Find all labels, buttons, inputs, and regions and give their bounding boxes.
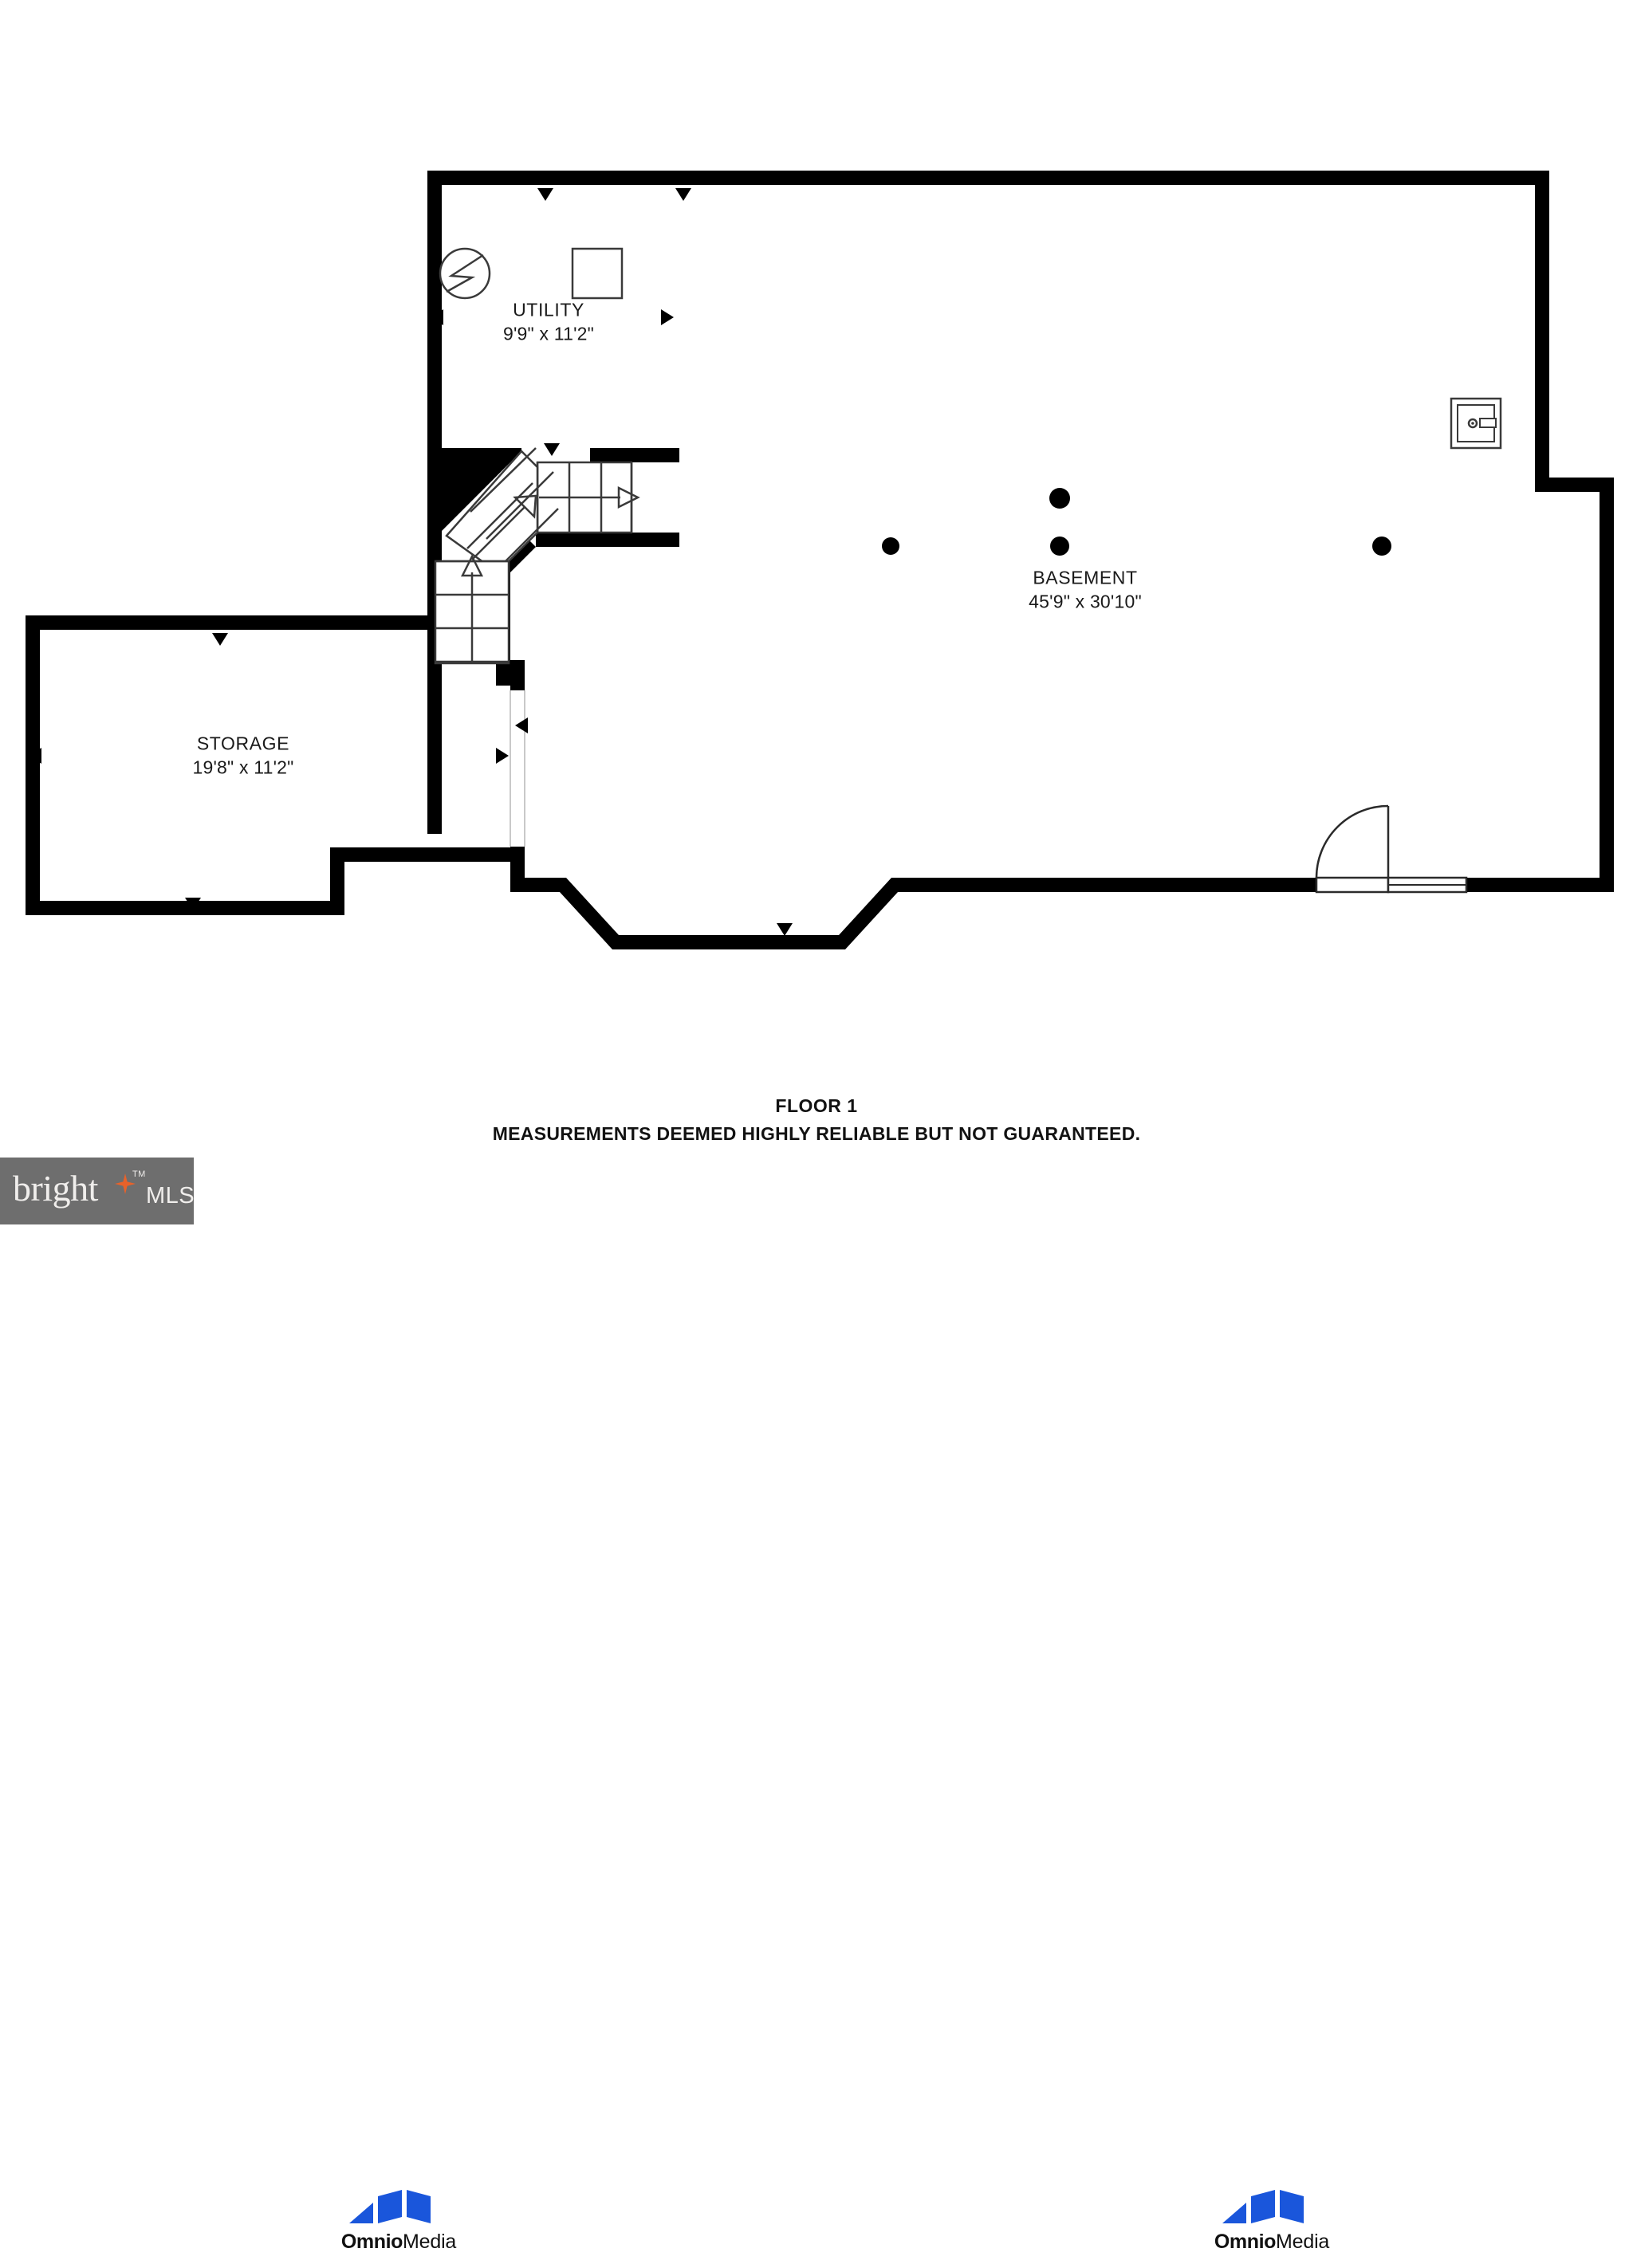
dimension-markers: [29, 188, 793, 936]
staircase[interactable]: [434, 447, 640, 665]
appliance-icon: [1450, 397, 1502, 450]
omnio-name-light: Media: [403, 2231, 457, 2253]
omnio-name-light: Media: [1276, 2231, 1330, 2253]
omnio-wordmark: OmnioMedia: [1184, 2232, 1360, 2252]
support-column-group: [882, 488, 1391, 556]
electrical-meter-icon: [439, 247, 491, 300]
omnio-mark-icon: [349, 2190, 431, 2223]
stair-direction-arrow-winder: [471, 506, 525, 560]
omnio-name-bold: Omnio: [1214, 2231, 1277, 2253]
wall-doorway-pier-top: [510, 660, 525, 694]
open-doorway[interactable]: [510, 690, 525, 847]
omnio-media-logo-left: OmnioMedia: [311, 2188, 486, 2268]
support-column: [1372, 537, 1391, 556]
exterior-door[interactable]: [1315, 804, 1390, 894]
wall-main-left: [427, 171, 442, 660]
omnio-media-logo-right: OmnioMedia: [1184, 2188, 1360, 2268]
wall-stair-wedge-fill: [435, 451, 521, 537]
footer-caption: FLOOR 1 MEASUREMENTS DEEMED HIGHLY RELIA…: [0, 1092, 1633, 1147]
omnio-wordmark: OmnioMedia: [311, 2232, 486, 2252]
bright-star-icon: [115, 1173, 136, 1194]
window: [1387, 876, 1468, 894]
trademark-symbol: TM: [132, 1169, 146, 1179]
support-column: [882, 537, 899, 555]
support-column: [1050, 537, 1069, 556]
omnio-mark-icon: [1222, 2190, 1304, 2223]
floor-caption: FLOOR 1: [775, 1095, 858, 1116]
floor-plan-canvas: UTILITY 9'9" x 11'2" BASEMENT 45'9" x 30…: [0, 171, 1633, 2252]
furnace-icon: [571, 247, 624, 300]
staircase-lower-flight: [434, 554, 510, 665]
storage-floor-fill: [40, 630, 521, 901]
floor-fill-layer: [40, 185, 1600, 935]
basement-floor-fill: [427, 185, 1600, 935]
support-column: [1049, 488, 1070, 509]
staircase-winder: [445, 447, 559, 574]
bright-wordmark: bright: [13, 1168, 98, 1209]
omnio-name-bold: Omnio: [340, 2231, 403, 2253]
wall-stair-landing: [536, 533, 679, 547]
measurement-disclaimer: MEASUREMENTS DEEMED HIGHLY RELIABLE BUT …: [492, 1122, 1141, 1144]
bright-mls-watermark: bright TM MLS: [0, 1158, 195, 1224]
floor-plan-drawing: [26, 171, 1614, 949]
footer: FLOOR 1 MEASUREMENTS DEEMED HIGHLY RELIA…: [0, 1092, 1633, 2252]
mls-wordmark: MLS: [146, 1183, 195, 1209]
wall-utility-divider-right: [590, 448, 679, 462]
